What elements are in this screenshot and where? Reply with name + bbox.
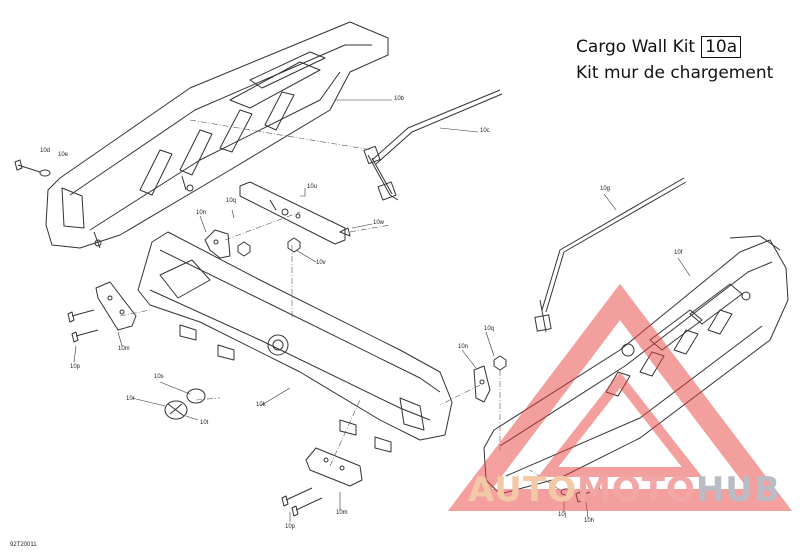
screw-10w bbox=[339, 227, 351, 237]
part-label: 10v bbox=[316, 260, 326, 266]
part-label: 10k bbox=[256, 402, 266, 408]
drawing-number: 92T20011 bbox=[10, 542, 37, 548]
part-label: 10c bbox=[480, 128, 490, 134]
part-label: 10q bbox=[484, 326, 495, 332]
part-label: 10j bbox=[558, 512, 567, 518]
hinge-plate-bottom bbox=[305, 447, 363, 487]
part-label: 10r bbox=[126, 396, 135, 402]
nut-top bbox=[237, 241, 251, 257]
bracket-strip bbox=[239, 181, 346, 245]
cargo-wall-panel-upper bbox=[45, 21, 389, 249]
part-label: 10g bbox=[600, 186, 611, 192]
part-label: 10s bbox=[154, 374, 164, 380]
cargo-wall-center bbox=[137, 231, 453, 453]
hinge-bracket-top bbox=[204, 229, 231, 259]
rod-right bbox=[534, 177, 687, 333]
cargo-wall-panel-right bbox=[483, 235, 789, 495]
part-label: 10p bbox=[70, 364, 81, 370]
part-label: 10h bbox=[584, 518, 595, 524]
title-line-french: Kit mur de chargement bbox=[576, 63, 774, 83]
part-label: 10w bbox=[373, 220, 385, 226]
watermark-logo-text: AUTOMOTOHUB bbox=[468, 470, 781, 510]
part-label: 10f bbox=[674, 250, 683, 256]
hinge-bracket-right bbox=[473, 365, 491, 403]
leader-lines bbox=[73, 99, 691, 522]
hinge-plate-left bbox=[95, 281, 137, 331]
kit-code-badge: 10a bbox=[701, 36, 742, 58]
screws-left bbox=[67, 309, 99, 343]
part-label: 10p bbox=[285, 524, 296, 530]
title-block: Cargo Wall Kit 10a Kit mur de chargement bbox=[576, 34, 773, 86]
part-label: 10n bbox=[196, 210, 207, 216]
part-label: 10m bbox=[336, 510, 348, 516]
nut-10v bbox=[287, 237, 301, 253]
part-label: 10d bbox=[40, 148, 51, 154]
part-label: 10m bbox=[118, 346, 130, 352]
bolt-washer-top bbox=[14, 159, 51, 177]
rod-upper bbox=[363, 89, 503, 201]
alignment-lines bbox=[119, 119, 561, 491]
part-label: 10b bbox=[394, 96, 405, 102]
part-label: 10t bbox=[200, 420, 209, 426]
screws-bottom bbox=[281, 487, 323, 517]
title-line-english: Cargo Wall Kit bbox=[576, 37, 696, 57]
part-label: 10e bbox=[58, 152, 69, 158]
plug-assembly bbox=[164, 388, 206, 420]
part-label: 10n bbox=[458, 344, 469, 350]
watermark-triangle bbox=[447, 283, 793, 511]
watermark-hub: HUB bbox=[695, 470, 781, 510]
part-label: 10u bbox=[307, 184, 318, 190]
watermark-auto: AUTO bbox=[468, 470, 577, 510]
part-label: 10q bbox=[226, 198, 237, 204]
nut-right bbox=[493, 355, 507, 371]
watermark-moto: MOTO bbox=[576, 470, 696, 510]
